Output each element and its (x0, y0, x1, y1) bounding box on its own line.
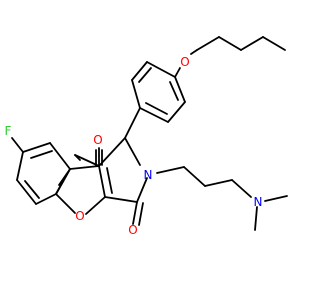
bond-benzo-6b (58, 171, 69, 186)
bond-n-propyl-1 (156, 166, 185, 174)
bond-o-aryl (174, 67, 181, 78)
bond-phenyl-1 (146, 61, 176, 78)
bond-propyl-2 (183, 166, 206, 187)
bond-c-f (11, 137, 24, 153)
bond-phenyl-4 (139, 107, 169, 123)
lactam-nitrogen: N (144, 168, 153, 182)
bond-top-c-1 (74, 154, 100, 167)
bond-n-co (136, 177, 148, 203)
bond-c-c (98, 165, 106, 198)
bond-chromone-4 (85, 196, 106, 215)
atom-labels: O O F O O N N (5, 55, 263, 237)
bond-benzo-2b (30, 150, 53, 159)
bond-c-c-double (106, 167, 113, 194)
dimethylamino-nitrogen: N (254, 195, 263, 209)
bond-phenyl-3 (131, 79, 141, 109)
bond-butyl-3 (218, 36, 242, 51)
bond-top-c-2 (74, 154, 81, 161)
chromone-ring-oxygen: O (75, 209, 84, 223)
bond-benzo-2 (22, 142, 51, 153)
bond-chromone-3 (55, 193, 76, 214)
bond-phenyl-4b (145, 102, 168, 115)
bond-benzo-4 (16, 179, 37, 205)
bond-propyl-3 (204, 179, 233, 187)
bond-c-ch (98, 137, 126, 167)
carbonyl-oxygen-top: O (93, 133, 102, 147)
bond-butyl-1 (262, 36, 286, 51)
ether-oxygen-butoxy: O (180, 55, 189, 69)
bond-phenyl-6 (174, 76, 186, 103)
bond-phenyl-6b (169, 81, 179, 101)
bond-benzo-5 (35, 193, 57, 205)
bond-butyl-2 (240, 36, 264, 51)
bond-nme-1 (254, 206, 258, 231)
bond-butyl-4 (196, 36, 220, 51)
bond-phenyl-5 (167, 101, 186, 123)
bond-ch-n (124, 137, 141, 166)
bond-nme-2 (264, 195, 288, 202)
bond-lactam-co-1 (132, 201, 138, 225)
carbonyl-oxygen-lactam: O (128, 223, 137, 237)
bond-co-c (104, 196, 138, 203)
bond-benzo-1 (49, 142, 71, 170)
bonds (11, 36, 288, 231)
bond-lactam-co-2 (138, 202, 144, 226)
molecule-structure-diagram: O O F O O N N (5, 36, 288, 237)
bond-chromone-1 (69, 165, 100, 170)
bond-phenyl-2 (131, 61, 148, 81)
bond-butyl-o (190, 49, 198, 55)
bond-propyl-n (231, 179, 252, 198)
bond-phenyl-ch (124, 107, 141, 139)
bond-benzo-4b (24, 180, 40, 199)
bond-benzo-3 (16, 151, 24, 181)
bond-phenyl-2b (138, 67, 152, 83)
fluorine: F (5, 124, 12, 138)
